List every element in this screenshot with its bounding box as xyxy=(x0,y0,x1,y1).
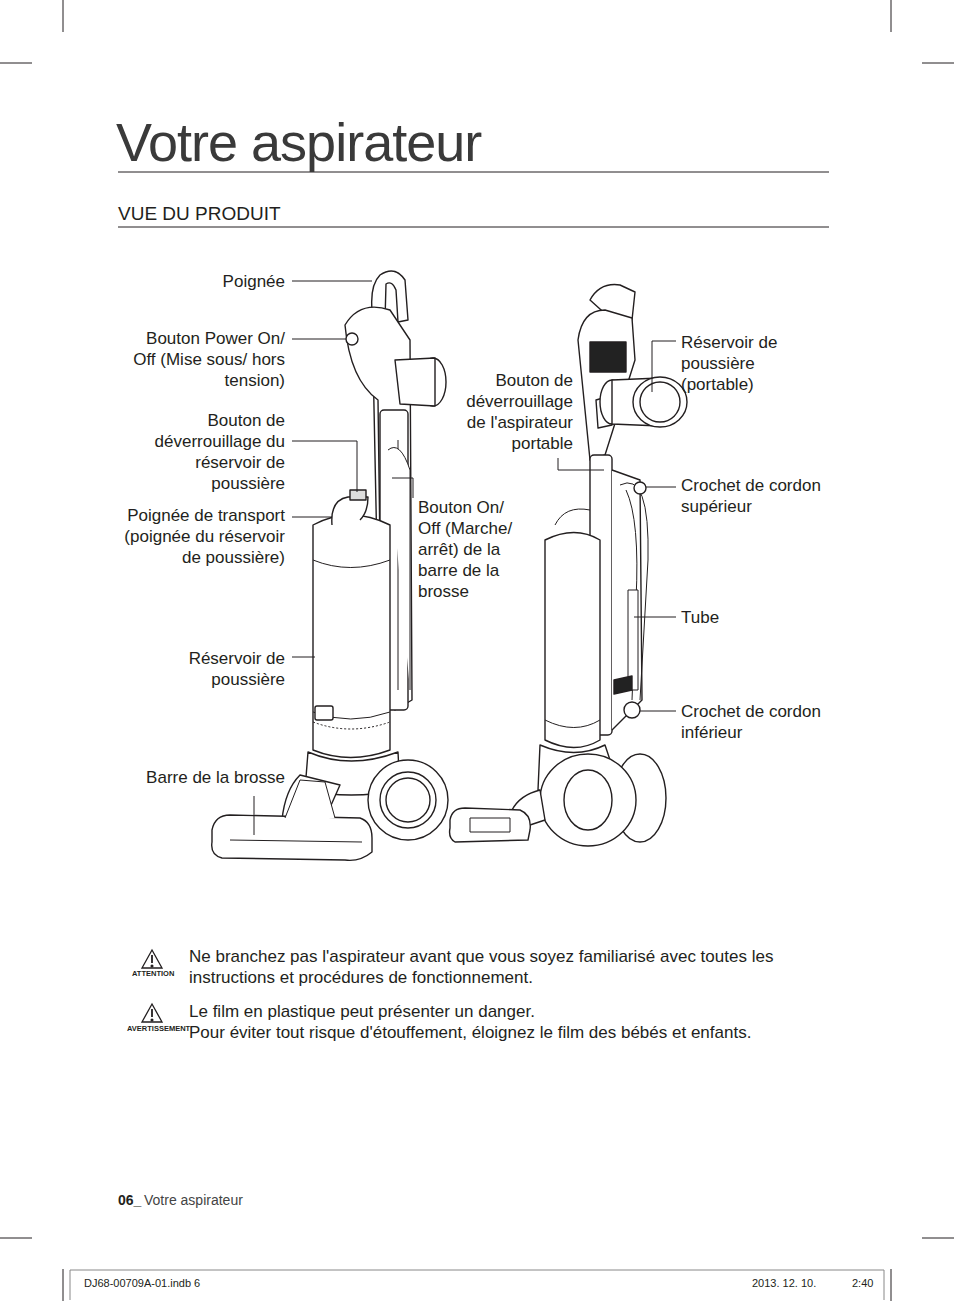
part-name: Bouton On/ Off (Marche/ arrêt) de la bar… xyxy=(418,497,528,602)
page-title: Votre aspirateur xyxy=(116,113,481,172)
part-name: Bouton Power On/ Off (Mise sous/ hors te… xyxy=(127,328,285,391)
part-name: Poignée xyxy=(223,271,285,292)
warning-tag: ATTENTION xyxy=(132,970,174,978)
warning-icons xyxy=(142,950,162,1022)
part-name: Tube xyxy=(681,607,719,628)
warning-note: Pour éviter tout risque d'étouffement, é… xyxy=(189,1022,751,1043)
warning-tag: AVERTISSEMENT xyxy=(127,1025,190,1033)
part-name: Crochet de cordon inférieur xyxy=(681,701,821,743)
heading-rule xyxy=(118,227,829,228)
warning-note: Le film en plastique peut présenter un d… xyxy=(189,1001,535,1022)
part-name: Poignée de transport (poignée du réservo… xyxy=(123,505,285,568)
print-slug: DJ68-00709A-01.indb 6 xyxy=(84,1277,200,1291)
part-name: Bouton de déverrouillage de l'aspirateur… xyxy=(445,370,573,454)
part-name: Crochet de cordon supérieur xyxy=(681,475,821,517)
print-slug: 2013. 12. 10. xyxy=(752,1277,816,1291)
page-number: 06_ xyxy=(118,1192,141,1209)
part-name: Barre de la brosse xyxy=(146,767,285,788)
warning-note: Ne branchez pas l'aspirateur avant que v… xyxy=(189,946,789,988)
section-heading: VUE DU PRODUIT xyxy=(118,202,281,226)
part-name: Réservoir de poussière xyxy=(173,648,285,690)
part-name: Bouton de déverrouillage du réservoir de… xyxy=(153,410,285,494)
print-slug: 2:40 xyxy=(852,1277,873,1291)
running-footer: Votre aspirateur xyxy=(144,1192,243,1209)
leader-lines xyxy=(254,281,676,835)
part-name: Réservoir de poussière (portable) xyxy=(681,332,793,395)
